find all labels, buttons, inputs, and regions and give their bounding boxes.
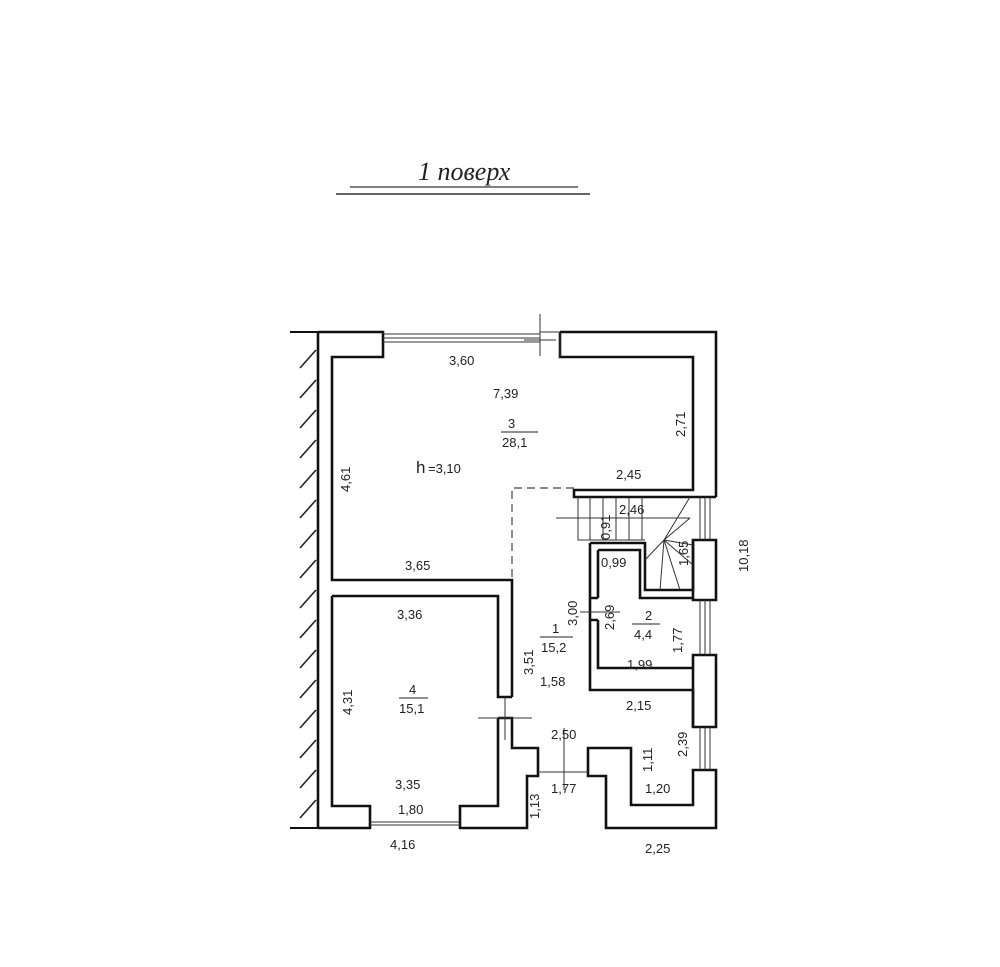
hatch-mark [299, 739, 317, 759]
hatch-mark [299, 499, 317, 519]
room-number: 4 [409, 682, 416, 697]
dimension: 4,61 [338, 467, 353, 492]
plan-title: 1 поверх [418, 157, 511, 186]
open-area-outline [511, 487, 574, 580]
dimension: 1,77 [551, 781, 576, 796]
dimension: 1,77 [670, 628, 685, 653]
room-area: 15,2 [541, 640, 566, 655]
staircase [556, 496, 694, 591]
dimension: 1,20 [645, 781, 670, 796]
hatch-mark [299, 439, 317, 459]
dimension: 2,50 [551, 727, 576, 742]
walls [318, 330, 718, 830]
door-markers [478, 314, 620, 790]
dimension: 3,51 [521, 650, 536, 675]
dimension: 4,16 [390, 837, 415, 852]
room-number: 2 [645, 608, 652, 623]
dimension: 1,80 [398, 802, 423, 817]
room-1-label: 1 15,2 [540, 621, 573, 655]
dimension: 2,39 [675, 732, 690, 757]
room-number: 1 [552, 621, 559, 636]
dimension: 7,39 [493, 386, 518, 401]
dimension: 1,65 [676, 541, 691, 566]
height-label: h [416, 458, 425, 477]
hatch-mark [299, 469, 317, 489]
dimension-labels: 3,60 7,39 2,71 4,61 2,45 2,46 0,91 1,65 … [338, 353, 751, 856]
dimension: 2,46 [619, 502, 644, 517]
hatch-mark [299, 349, 317, 369]
hatch-mark [299, 589, 317, 609]
dimension: 3,36 [397, 607, 422, 622]
hatch-mark [299, 619, 317, 639]
height-value: =3,10 [428, 461, 461, 476]
hatch-mark [299, 559, 317, 579]
windows [370, 333, 711, 826]
hatch-mark [299, 409, 317, 429]
room-2-label: 2 4,4 [632, 608, 660, 642]
dimension: 0,91 [598, 515, 613, 540]
dimension: 2,15 [626, 698, 651, 713]
room-4-label: 4 15,1 [399, 682, 428, 716]
room-area: 4,4 [634, 627, 652, 642]
dimension: 4,31 [340, 690, 355, 715]
hatch-mark [299, 529, 317, 549]
hatch-mark [299, 799, 317, 819]
hatch-mark [299, 649, 317, 669]
dimension: 2,25 [645, 841, 670, 856]
adjacent-wall-hatching [290, 331, 320, 829]
dimension: 3,60 [449, 353, 474, 368]
ceiling-height: h =3,10 [416, 458, 461, 477]
dimension: 1,99 [627, 657, 652, 672]
dimension: 1,13 [527, 794, 542, 819]
dimension: 3,65 [405, 558, 430, 573]
dimension: 10,18 [736, 539, 751, 572]
dimension: 2,69 [602, 605, 617, 630]
hatch-mark [299, 379, 317, 399]
room-3-label: 3 28,1 [501, 416, 538, 450]
room-number: 3 [508, 416, 515, 431]
dimension: 3,35 [395, 777, 420, 792]
dimension: 0,99 [601, 555, 626, 570]
dimension: 1,11 [640, 748, 655, 772]
dimension: 1,58 [540, 674, 565, 689]
dimension: 2,71 [673, 412, 688, 437]
hatch-mark [299, 709, 317, 729]
hatch-mark [299, 769, 317, 789]
dimension: 2,45 [616, 467, 641, 482]
room-area: 15,1 [399, 701, 424, 716]
dimension: 3,00 [565, 601, 580, 626]
hatch-mark [299, 679, 317, 699]
room-area: 28,1 [502, 435, 527, 450]
